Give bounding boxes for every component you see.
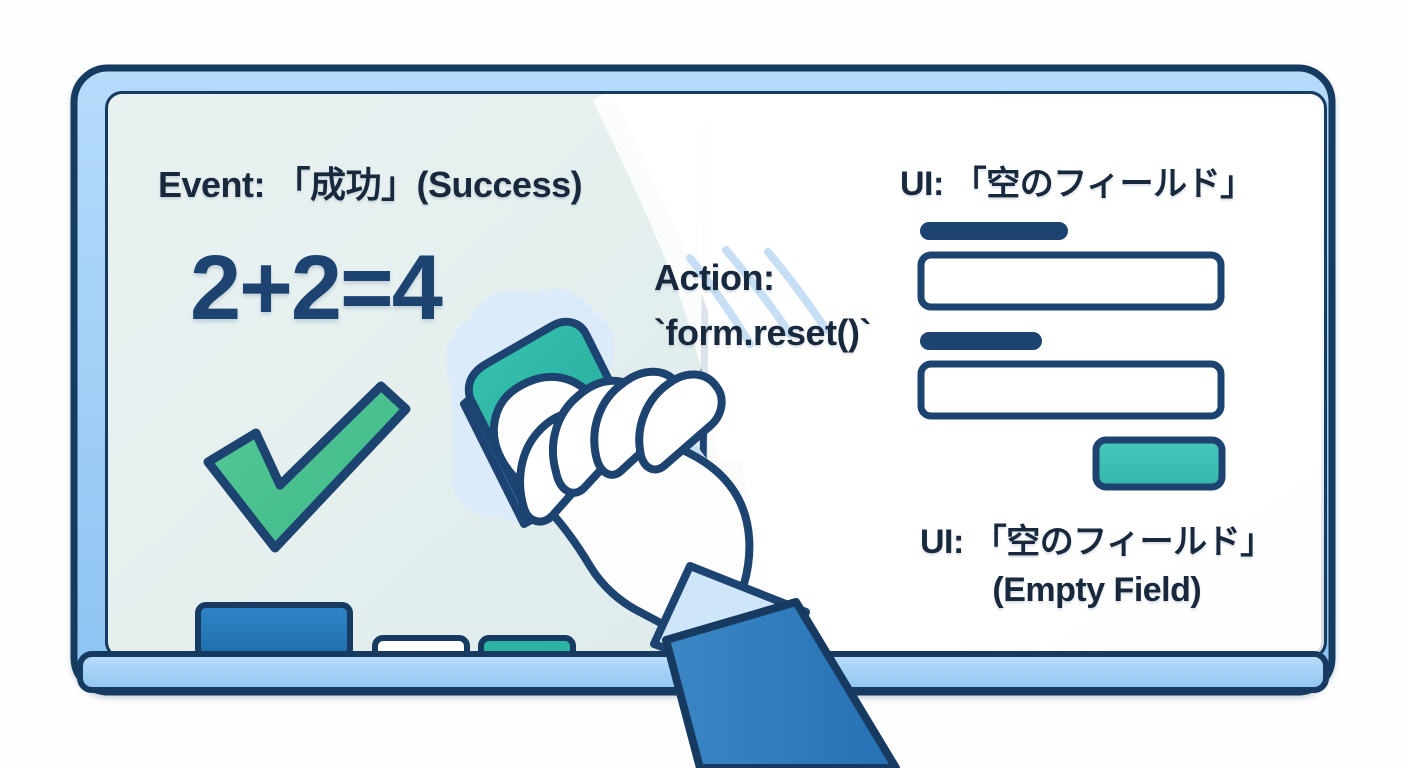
form-mockup — [917, 222, 1226, 491]
ui-caption-line-1: UI: 「空のフィールド」 — [920, 523, 1274, 561]
field-one-label-bar — [920, 222, 1068, 240]
equation-text: 2+2=4 — [190, 237, 443, 339]
eraser-block — [195, 602, 353, 656]
sleeve — [662, 598, 900, 768]
submit-button[interactable] — [1092, 436, 1226, 491]
ui-caption-line-2: (Empty Field) — [992, 571, 1202, 609]
action-line-1: Action: — [654, 257, 775, 298]
event-label: Event: 「成功」(Success) — [158, 164, 583, 205]
left-panel-content — [203, 381, 411, 553]
hand-with-eraser — [445, 288, 900, 768]
action-label: Action: `form.reset()` — [654, 250, 872, 360]
check-icon — [203, 381, 411, 553]
field-two-input[interactable] — [917, 360, 1225, 420]
field-two-label-bar — [920, 332, 1042, 350]
field-one-input[interactable] — [917, 251, 1225, 311]
hand-fingers — [516, 367, 726, 526]
action-line-2: `form.reset()` — [654, 312, 872, 353]
ui-caption-label: UI: 「空のフィールド」 (Empty Field) — [920, 518, 1274, 614]
ui-title-label: UI: 「空のフィールド」 — [900, 165, 1254, 203]
